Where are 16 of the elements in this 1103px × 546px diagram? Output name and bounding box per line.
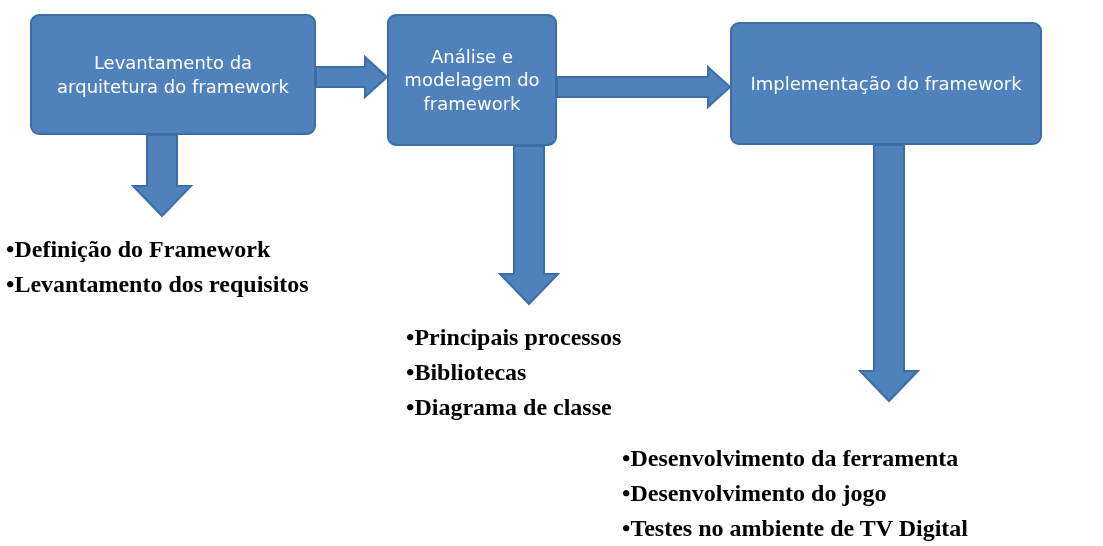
block-arrow [130,134,194,218]
bullet-item: •Diagrama de classe [406,393,613,422]
bullet-item: •Testes no ambiente de TV Digital [622,514,969,543]
process-box: Implementação do framework [730,22,1042,145]
bullet-item: •Desenvolvimento da ferramenta [622,444,960,473]
bullet-item: •Bibliotecas [406,358,528,387]
bullet-item: •Definição do Framework [6,235,272,264]
block-arrow [497,145,561,306]
block-arrow [315,54,389,100]
bullet-item: •Levantamento dos requisitos [6,270,310,299]
bullet-item: •Desenvolvimento do jogo [622,479,888,508]
block-arrow [857,144,921,403]
process-box: Análise e modelagem do framework [387,14,557,146]
process-box: Levantamento da arquitetura do framework [30,14,316,135]
bullet-item: •Principais processos [406,323,623,352]
block-arrow [556,64,732,110]
